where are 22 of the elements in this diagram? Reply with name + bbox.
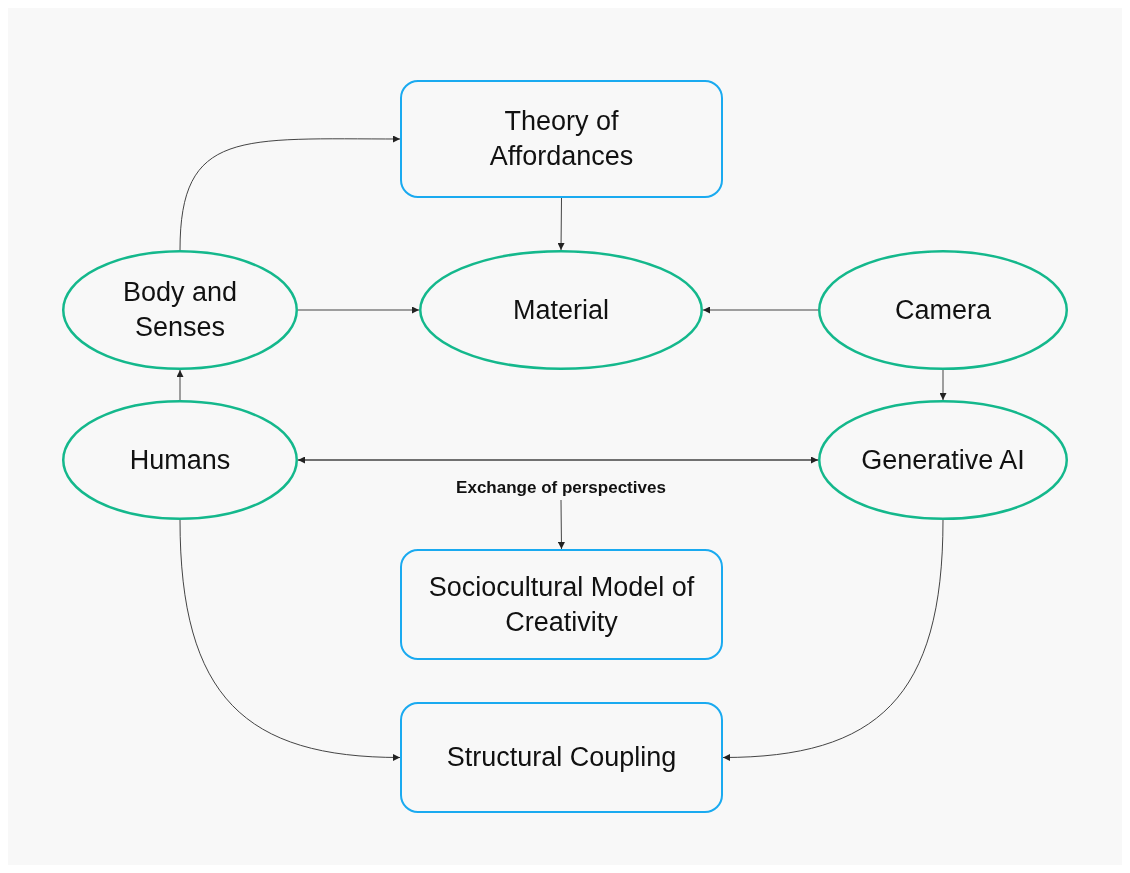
node-label: Generative AI xyxy=(861,443,1025,477)
arrow xyxy=(179,519,401,761)
node-label: Theory of Affordances xyxy=(488,105,635,173)
arrow xyxy=(939,369,947,401)
arrow xyxy=(176,369,184,401)
arrow xyxy=(557,499,565,550)
arrow xyxy=(297,456,819,464)
node-label: Structural Coupling xyxy=(446,741,677,774)
node-label: Sociocultural Model of Creativity xyxy=(427,570,696,639)
concept-box xyxy=(400,702,723,813)
arrow xyxy=(179,135,401,251)
node-label: Body and Senses xyxy=(121,276,239,344)
node-label: Humans xyxy=(129,443,231,477)
concept-box xyxy=(400,549,723,660)
node-label: Camera xyxy=(895,293,991,327)
node-label: Material xyxy=(513,293,609,327)
arrow xyxy=(722,519,944,761)
concept-box xyxy=(400,80,723,198)
arrow xyxy=(557,197,565,251)
arrow xyxy=(297,306,420,314)
arrow xyxy=(702,306,819,314)
annotation-text: Exchange of perspectives xyxy=(456,478,666,498)
